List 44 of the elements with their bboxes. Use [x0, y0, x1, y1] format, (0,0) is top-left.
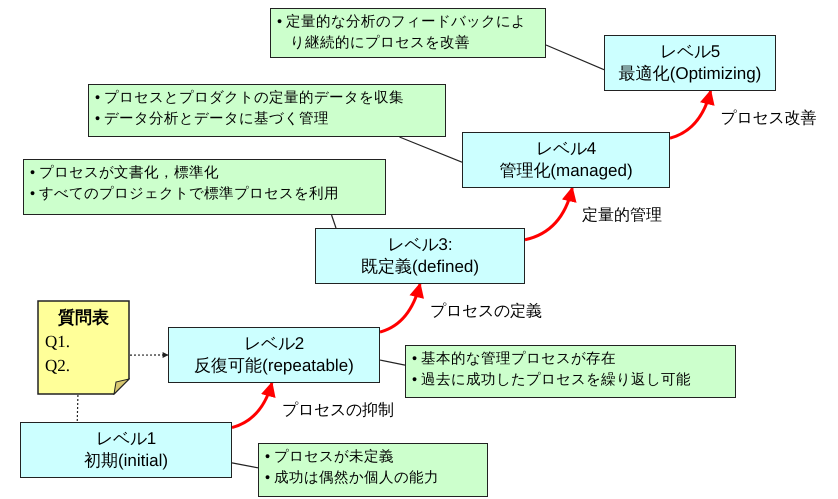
arrow	[524, 186, 576, 242]
leader-line	[546, 44, 604, 70]
bullet-text: • プロセスが未定義	[265, 448, 396, 467]
leader-line	[330, 214, 337, 228]
level-title: レベル1	[96, 428, 156, 450]
level-name: 既定義(defined)	[360, 256, 480, 278]
note-box	[270, 8, 546, 58]
dotted-line	[76, 394, 79, 422]
note-box	[405, 345, 736, 398]
arrow	[232, 382, 276, 430]
note-title: 質問表	[57, 307, 110, 330]
bullet-text: • プロセスが文書化，標準化	[30, 164, 220, 183]
level-box	[604, 35, 776, 91]
level-box	[20, 422, 232, 478]
level-name: 初期(initial)	[84, 450, 168, 472]
bullet-text: • プロセスとプロダクトの定量的データを収集	[95, 88, 406, 108]
bullet-text: • データ分析とデータに基づく管理	[95, 110, 330, 129]
level-box	[315, 228, 525, 284]
question-text: Q1.	[45, 331, 72, 353]
level-box	[168, 327, 380, 383]
arrow	[130, 352, 169, 358]
arrow	[670, 90, 714, 140]
note-box	[258, 443, 488, 497]
level-box	[462, 132, 670, 188]
level-name: 最適化(Optimizing)	[618, 63, 762, 85]
bullet-text: • 基本的な管理プロセスが存在	[412, 350, 618, 369]
bullet-text: • すべてのプロジェクトで標準プロセスを利用	[30, 184, 340, 204]
leader-line	[232, 462, 258, 468]
note-box	[88, 84, 446, 137]
bullet-text: • 成功は偶然か個人の能力	[265, 469, 440, 488]
leader-line	[399, 136, 462, 163]
level-name: 管理化(managed)	[499, 160, 633, 182]
question-text: Q2.	[45, 355, 72, 377]
memo-note	[37, 300, 130, 395]
bullet-text: • 定量的な分析のフィードバックにより継続的にプロセスを改善	[277, 12, 528, 53]
arrow	[380, 282, 424, 334]
level-name: 反復可能(repeatable)	[194, 355, 354, 377]
note-box	[23, 159, 386, 215]
level-title: レベル2	[244, 333, 304, 355]
bullet-text: • 過去に成功したプロセスを繰り返し可能	[412, 370, 692, 390]
level-title: レベル3:	[387, 234, 453, 256]
level-title: レベル4	[536, 138, 596, 160]
leader-line	[380, 359, 406, 366]
level-title: レベル5	[660, 41, 720, 63]
